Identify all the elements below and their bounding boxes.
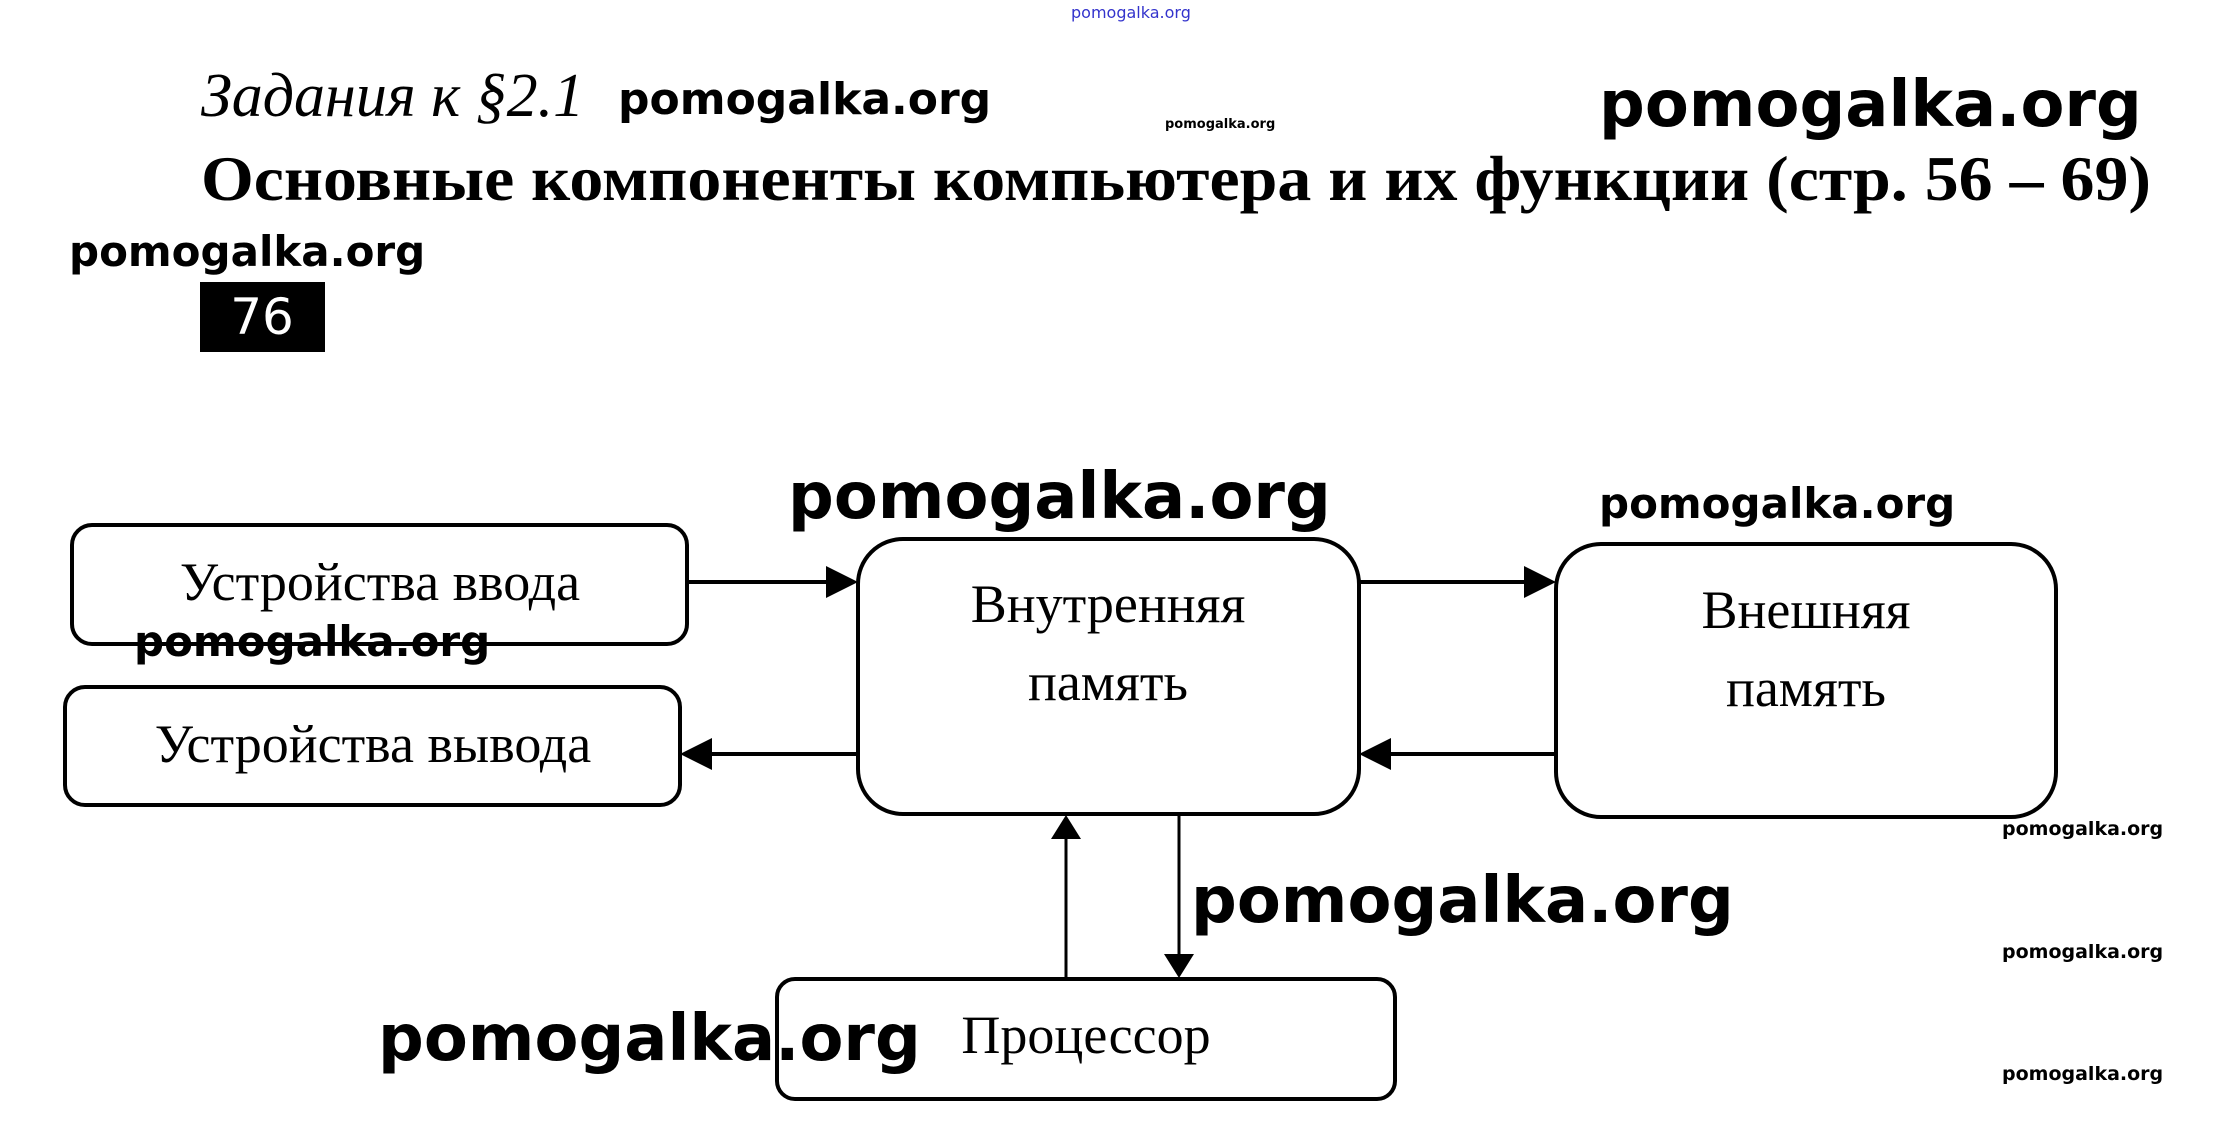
watermark-small: pomogalka.org — [1165, 117, 1275, 132]
external-memory-box: Внешняя память — [1554, 542, 2058, 819]
task-number-badge — [200, 282, 325, 352]
watermark-left: pomogalka.org — [69, 227, 425, 276]
input-devices-box: Устройства ввода — [70, 523, 689, 646]
watermark-header-right: pomogalka.org — [1599, 68, 2142, 142]
internal-memory-label-line1: Внутренняя — [971, 574, 1246, 634]
watermark-input-box: pomogalka.org — [134, 617, 490, 666]
watermark-side-3: pomogalka.org — [2002, 1063, 2163, 1085]
page-title: Основные компоненты компьютера и их функ… — [201, 143, 2151, 214]
watermark-side-1: pomogalka.org — [2002, 818, 2163, 840]
internal-memory-box: Внутренняя память — [856, 537, 1361, 816]
watermark-diagram-top: pomogalka.org — [788, 460, 1331, 534]
task-number: 76 — [230, 288, 294, 346]
watermark-diagram-right: pomogalka.org — [1599, 479, 1955, 528]
input-devices-label: Устройства ввода — [180, 552, 580, 612]
external-memory-label-line2: память — [1726, 658, 1886, 718]
watermark-side-2: pomogalka.org — [2002, 941, 2163, 963]
watermark-inline: pomogalka.org — [618, 74, 991, 125]
watermark-top: pomogalka.org — [1071, 3, 1191, 22]
processor-box: Процессор — [775, 977, 1397, 1101]
output-devices-label: Устройства вывода — [155, 714, 592, 774]
watermark-diagram-middle: pomogalka.org — [1191, 864, 1734, 938]
section-heading: Задания к §2.1 — [201, 62, 584, 130]
processor-label: Процессор — [961, 1005, 1210, 1065]
output-devices-box: Устройства вывода — [63, 685, 682, 807]
external-memory-label-line1: Внешняя — [1701, 580, 1910, 640]
internal-memory-label-line2: память — [1028, 652, 1188, 712]
watermark-diagram-bottom: pomogalka.org — [378, 1002, 921, 1076]
